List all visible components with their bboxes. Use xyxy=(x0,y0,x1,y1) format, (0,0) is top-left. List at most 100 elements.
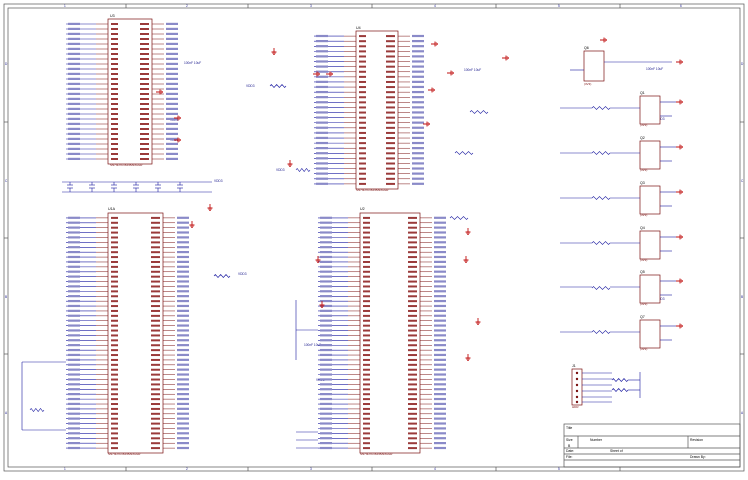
net-label-mark xyxy=(177,339,189,342)
net-label-mark xyxy=(166,117,178,120)
pin-name-mark xyxy=(111,260,118,263)
reg-ref: Q4 xyxy=(640,226,645,230)
pin-name-mark xyxy=(151,295,160,298)
pin-name-mark xyxy=(363,236,370,239)
reg-power: (3V3) xyxy=(640,168,647,172)
col-label: 3 xyxy=(310,467,312,471)
pin-name-mark xyxy=(408,339,417,342)
net-label-mark xyxy=(434,353,446,357)
net-label-mark xyxy=(166,147,178,150)
pin-name-mark xyxy=(408,349,417,352)
vdd-net-label: VDD3 xyxy=(656,117,665,121)
reg-ref: Q1 xyxy=(640,91,645,95)
net-label-mark xyxy=(434,299,446,303)
net-label-mark xyxy=(316,111,328,114)
column-labels-top: 1 2 3 4 5 6 xyxy=(64,4,682,8)
ground-symbol xyxy=(676,59,683,65)
net-label-mark xyxy=(434,388,446,391)
pin-name-mark xyxy=(111,300,118,303)
pin-name-mark xyxy=(408,398,417,401)
net-label-mark xyxy=(316,182,328,185)
pin-name-mark xyxy=(111,98,118,100)
pin-name-mark xyxy=(151,354,160,357)
pin-name-mark xyxy=(386,55,395,58)
pin-name-mark xyxy=(359,157,366,160)
ground-symbol xyxy=(676,144,683,150)
pin-name-mark xyxy=(151,324,160,327)
net-label-mark xyxy=(412,90,424,94)
pin-name-mark xyxy=(151,363,160,366)
net-label-mark xyxy=(68,241,80,244)
net-label-mark xyxy=(68,27,80,30)
net-label-mark xyxy=(316,50,328,53)
net-label-mark xyxy=(412,106,424,109)
pin-name-mark xyxy=(111,354,118,357)
net-label-mark xyxy=(434,304,446,308)
net-label-mark xyxy=(316,96,328,99)
net-label-mark xyxy=(320,432,332,435)
net-label-mark xyxy=(320,339,332,342)
pin-name-mark xyxy=(151,309,160,312)
pin-name-mark xyxy=(363,275,370,278)
pin-name-mark xyxy=(111,285,118,288)
resistor-symbol xyxy=(449,216,469,220)
net-label-mark xyxy=(434,407,446,410)
net-label-mark xyxy=(177,417,189,420)
net-label-mark xyxy=(320,295,332,298)
pin-name-mark xyxy=(151,339,160,342)
pin-name-mark xyxy=(359,35,366,38)
net-label-mark xyxy=(166,82,178,85)
net-label-mark xyxy=(434,363,446,366)
pin-name-mark xyxy=(111,339,118,342)
connector-pin xyxy=(575,400,579,404)
pin-name-mark xyxy=(140,153,149,155)
row-label: C xyxy=(741,179,744,183)
resistor-symbol xyxy=(591,106,611,110)
net-label-mark xyxy=(68,353,80,357)
pin-name-mark xyxy=(363,290,370,293)
pin-name-mark xyxy=(363,407,370,410)
pin-name-mark xyxy=(359,65,366,68)
title-label: Title xyxy=(566,426,572,430)
pin-name-mark xyxy=(363,216,370,219)
size-value: B xyxy=(568,444,571,448)
pin-name-mark xyxy=(151,349,160,352)
net-label-mark xyxy=(412,182,424,185)
pin-name-mark xyxy=(111,138,118,140)
net-label-mark xyxy=(68,52,80,55)
col-label: 2 xyxy=(186,4,188,8)
pin-name-mark xyxy=(408,417,417,420)
u1-body xyxy=(107,212,164,454)
row-labels-right: D C B A xyxy=(741,62,744,415)
u2-ref: U2 xyxy=(360,207,365,211)
net-label-mark xyxy=(320,255,332,259)
net-label-mark xyxy=(320,236,332,239)
net-label-mark xyxy=(68,388,80,391)
net-label-mark xyxy=(434,314,446,317)
reg-power: (3V3) xyxy=(640,347,647,351)
pin-name-mark xyxy=(363,403,370,406)
pin-name-mark xyxy=(140,148,149,150)
net-label-mark xyxy=(68,32,80,35)
pin-name-mark xyxy=(363,241,370,244)
u3-part: SN74LVC16245ADGGR xyxy=(110,163,143,167)
net-label-mark xyxy=(316,147,328,150)
pin-name-mark xyxy=(363,280,370,283)
pin-name-mark xyxy=(408,358,417,361)
net-label-mark xyxy=(434,378,446,381)
pin-name-mark xyxy=(140,78,149,80)
net-label-mark xyxy=(434,280,446,283)
vdd-net-label: VDD3 xyxy=(214,179,223,183)
pin-name-mark xyxy=(151,373,160,376)
net-label-mark xyxy=(316,162,328,165)
pin-name-mark xyxy=(111,309,118,312)
pin-name-mark xyxy=(151,432,160,435)
pin-name-mark xyxy=(359,96,366,99)
pin-name-mark xyxy=(111,133,118,135)
pin-name-mark xyxy=(111,398,118,401)
net-label-mark xyxy=(68,329,80,332)
resistor-symbol xyxy=(469,110,489,114)
pin-name-mark xyxy=(111,383,118,386)
u1-part: SN74LVC16245ADGGR xyxy=(108,452,141,456)
